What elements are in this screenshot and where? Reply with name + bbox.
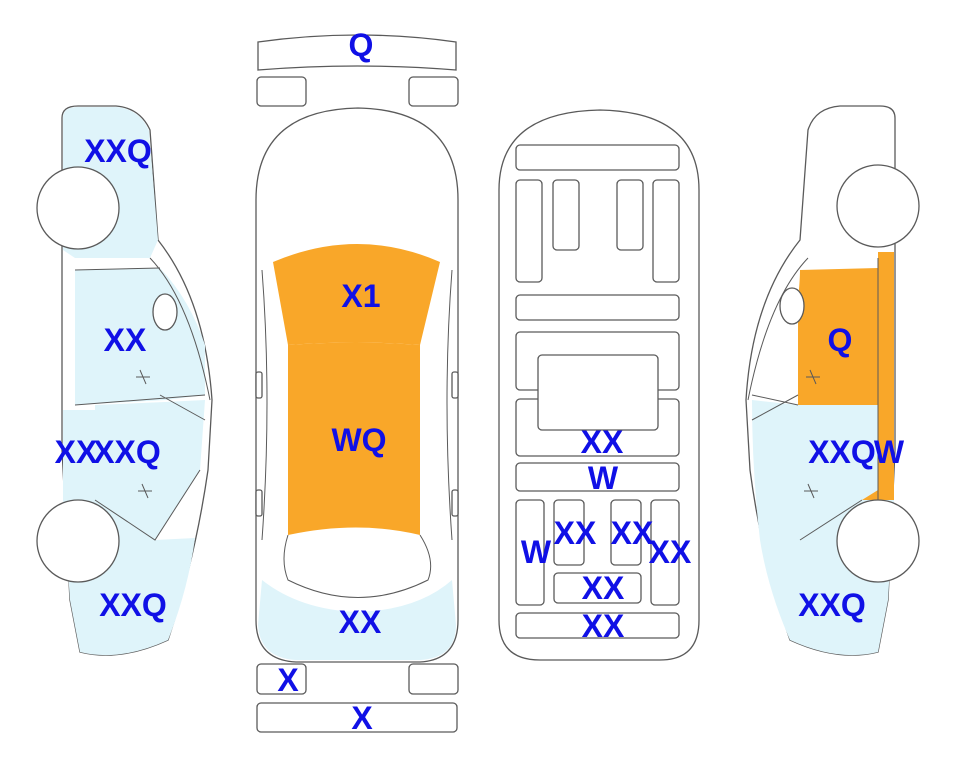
label-interior-lower-center: XX — [582, 570, 625, 606]
label-left-front-fender: XXQ — [84, 133, 152, 169]
label-roof: WQ — [331, 422, 386, 458]
label-left-rocker: XX — [55, 434, 98, 470]
left-front-wheel — [36, 166, 120, 250]
label-interior-floor-bar: W — [588, 460, 619, 496]
label-interior-seat-middle: XX — [611, 515, 654, 551]
label-interior-trunk-floor: XX — [582, 608, 625, 644]
label-right-rear-quarter: XXQ — [798, 587, 866, 623]
label-interior-rear-seat: XX — [581, 424, 624, 460]
interior-view — [498, 109, 700, 661]
left-rear-wheel — [36, 499, 120, 583]
rear-right-light[interactable] — [408, 663, 459, 695]
label-rear-left-light: X — [277, 662, 299, 698]
right-front-wheel — [836, 164, 920, 248]
front-bumper-part[interactable] — [257, 34, 457, 71]
interior-seat-right[interactable] — [650, 499, 680, 606]
left-rocker[interactable] — [63, 410, 95, 500]
interior-seat-middle[interactable] — [610, 499, 642, 566]
label-rear-bumper: X — [351, 700, 373, 736]
rear-bumper-part[interactable] — [256, 702, 458, 733]
interior-left-panel[interactable] — [515, 499, 545, 606]
top-windshield[interactable] — [273, 244, 440, 345]
interior-floor-bar[interactable] — [515, 462, 680, 492]
interior-seat-left[interactable] — [553, 499, 585, 566]
label-left-rear-door: XXQ — [93, 434, 161, 470]
top-roof[interactable] — [288, 342, 420, 536]
interior-trunk-floor[interactable] — [515, 612, 680, 639]
top-trunk[interactable] — [258, 580, 456, 660]
right-side-view — [745, 105, 920, 656]
right-front-door[interactable] — [798, 268, 878, 405]
right-rear-door[interactable] — [752, 400, 878, 540]
label-interior-seat-left: XX — [554, 515, 597, 551]
interior-lower-center[interactable] — [553, 572, 642, 604]
right-rear-wheel — [836, 499, 920, 583]
top-view — [255, 107, 459, 663]
label-left-rear-quarter: XXQ — [99, 587, 167, 623]
front-right-light[interactable] — [408, 76, 459, 107]
front-left-light[interactable] — [256, 76, 307, 107]
label-interior-left-panel: W — [521, 534, 552, 570]
label-right-pillar: W — [874, 434, 905, 470]
label-right-front-door: Q — [828, 322, 853, 358]
label-right-rear-door: XXQ — [808, 434, 876, 470]
label-front-bumper: Q — [349, 27, 374, 63]
rear-left-light[interactable] — [256, 663, 307, 695]
label-left-front-door: XX — [104, 322, 147, 358]
label-interior-seat-right: XX — [649, 534, 692, 570]
label-windshield: X1 — [341, 278, 380, 314]
left-side-view — [36, 105, 213, 656]
label-trunk: XX — [339, 604, 382, 640]
